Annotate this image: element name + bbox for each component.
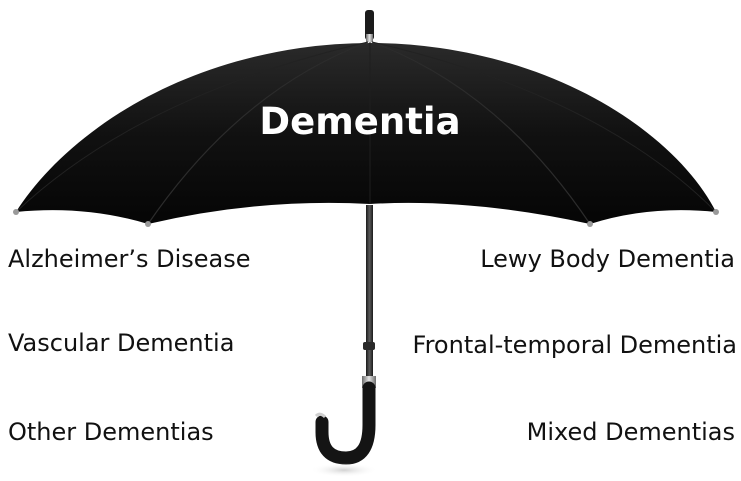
label-mixed-dementias: Mixed Dementias xyxy=(527,417,735,447)
label-frontal-temporal-dementia: Frontal-temporal Dementia xyxy=(413,330,737,360)
diagram-title: Dementia xyxy=(258,96,462,148)
handle-shadow xyxy=(310,463,378,477)
label-alzheimers-disease: Alzheimer’s Disease xyxy=(8,244,251,274)
umbrella-shaft xyxy=(366,205,373,385)
label-other-dementias: Other Dementias xyxy=(8,417,214,447)
umbrella-handle xyxy=(322,388,369,458)
label-lewy-body-dementia: Lewy Body Dementia xyxy=(480,244,735,274)
label-vascular-dementia: Vascular Dementia xyxy=(8,328,234,358)
